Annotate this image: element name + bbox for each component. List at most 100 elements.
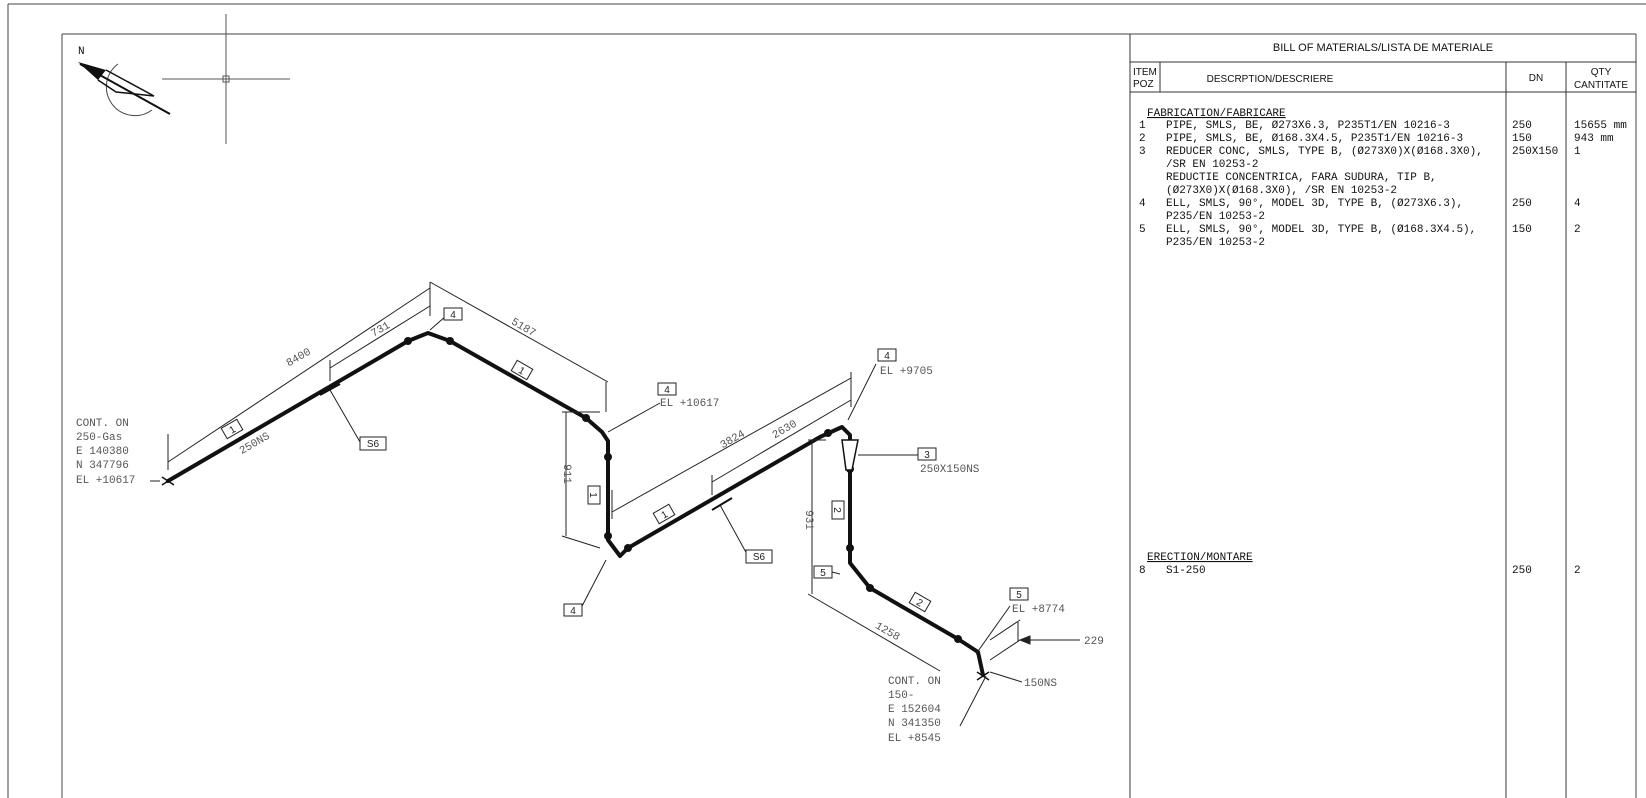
svg-text:4: 4 — [1574, 198, 1581, 210]
svg-text:250X150: 250X150 — [1512, 146, 1558, 158]
north-label: N — [78, 46, 85, 58]
svg-text:N 341350: N 341350 — [888, 718, 941, 730]
svg-text:P235/EN 10253-2: P235/EN 10253-2 — [1166, 211, 1265, 223]
north-arrow: N — [78, 46, 171, 117]
bom-row: 1 PIPE, SMLS, BE, Ø273X6.3, P235T1/EN 10… — [1139, 120, 1627, 132]
weld-points — [404, 337, 962, 643]
dim-731: 731 — [369, 320, 392, 340]
pipe-line — [166, 331, 985, 677]
svg-text:ELL, SMLS, 90°, MODEL 3D, TYPE: ELL, SMLS, 90°, MODEL 3D, TYPE B, (Ø168.… — [1166, 224, 1476, 236]
callout-item-4: 4 — [450, 310, 456, 321]
north-arrow-head — [78, 62, 106, 80]
crosshair-cursor — [162, 14, 290, 144]
pipe-item-tags: 1 1 1 1 2 2 — [220, 359, 932, 613]
leader-lines — [150, 315, 1023, 727]
svg-text:/SR EN 10253-2: /SR EN 10253-2 — [1166, 159, 1258, 171]
start-end-markers — [161, 476, 990, 681]
dim-931: 931 — [802, 510, 814, 530]
svg-text:943 mm: 943 mm — [1574, 133, 1614, 145]
elevation-8774: EL +8774 — [1012, 604, 1065, 616]
svg-text:150: 150 — [1512, 133, 1532, 145]
callout-item-4: 4 — [884, 351, 890, 362]
bom-header-dn: DN — [1529, 73, 1543, 84]
support-marks — [319, 383, 733, 511]
dim-3824: 3824 — [719, 428, 748, 452]
bill-of-materials: BILL OF MATERIALS/LISTA DE MATERIALE ITE… — [1129, 34, 1636, 798]
svg-text:ELL, SMLS, 90°, MODEL 3D, TYPE: ELL, SMLS, 90°, MODEL 3D, TYPE B, (Ø273X… — [1166, 198, 1463, 210]
svg-text:REDUCER CONC, SMLS, TYPE B, (Ø: REDUCER CONC, SMLS, TYPE B, (Ø273X0)X(Ø1… — [1166, 146, 1483, 158]
callout-item-4: 4 — [664, 385, 670, 396]
svg-text:EL +8545: EL +8545 — [888, 733, 941, 745]
dim-229: 229 — [1084, 636, 1104, 648]
start-continuation-note: CONT. ON 250-Gas E 140380 N 347796 EL +1… — [76, 418, 135, 487]
svg-text:150: 150 — [1512, 224, 1532, 236]
svg-text:N 347796: N 347796 — [76, 460, 129, 472]
svg-text:PIPE, SMLS, BE, Ø273X6.3, P235: PIPE, SMLS, BE, Ø273X6.3, P235T1/EN 1021… — [1166, 120, 1450, 132]
svg-text:5: 5 — [1139, 224, 1146, 236]
dim-5187: 5187 — [509, 316, 538, 340]
svg-text:REDUCTIE CONCENTRICA, FARA SUD: REDUCTIE CONCENTRICA, FARA SUDURA, TIP B… — [1166, 172, 1437, 184]
tag-item-1: 1 — [228, 424, 239, 437]
svg-text:2: 2 — [1574, 224, 1581, 236]
tag-item-2: 2 — [831, 507, 842, 513]
pipe-route — [166, 331, 985, 677]
size-label-150ns: 150NS — [1024, 678, 1057, 690]
support-tag-s6: S6 — [753, 552, 766, 563]
elevation-9705: EL +9705 — [880, 366, 933, 378]
svg-text:8: 8 — [1139, 565, 1146, 577]
bom-header-qty: QTY — [1591, 67, 1612, 78]
dimension-lines — [167, 281, 1080, 672]
svg-text:(Ø273X0)X(Ø168.3X0), /SR EN 10: (Ø273X0)X(Ø168.3X0), /SR EN 10253-2 — [1166, 185, 1397, 197]
bom-header-description: DESCRPTION/DESCRIERE — [1207, 74, 1334, 85]
svg-text:2: 2 — [1139, 133, 1146, 145]
dimension-text: 8400 731 5187 911 3824 2630 931 1258 229 — [285, 316, 1104, 648]
svg-text:15655 mm: 15655 mm — [1574, 120, 1627, 132]
svg-text:S1-250: S1-250 — [1166, 565, 1206, 577]
svg-text:1: 1 — [1139, 120, 1146, 132]
svg-text:PIPE, SMLS, BE, Ø168.3X4.5, P2: PIPE, SMLS, BE, Ø168.3X4.5, P235T1/EN 10… — [1166, 133, 1463, 145]
svg-text:250: 250 — [1512, 198, 1532, 210]
svg-text:E 152604: E 152604 — [888, 704, 941, 716]
svg-text:P235/EN 10253-2: P235/EN 10253-2 — [1166, 237, 1265, 249]
bom-header-poz: POZ — [1133, 79, 1154, 90]
svg-text:3: 3 — [1139, 146, 1146, 158]
bom-row: 5 ELL, SMLS, 90°, MODEL 3D, TYPE B, (Ø16… — [1139, 224, 1581, 249]
bom-grid — [1129, 34, 1636, 798]
tag-item-2: 2 — [914, 597, 925, 610]
callout-item-3: 3 — [924, 450, 930, 461]
bom-row: 8 S1-250 250 2 — [1139, 565, 1581, 577]
size-label-250x150ns: 250X150NS — [920, 464, 980, 476]
size-label-250ns: 250NS — [238, 431, 273, 458]
bom-row: 3 REDUCER CONC, SMLS, TYPE B, (Ø273X0)X(… — [1139, 146, 1581, 197]
bom-fabrication-heading: FABRICATION/FABRICARE — [1147, 108, 1286, 120]
svg-text:1: 1 — [1574, 146, 1581, 158]
svg-text:250: 250 — [1512, 120, 1532, 132]
tag-item-1: 1 — [516, 365, 527, 378]
pipe-labels: 250NS 250X150NS 150NS EL +10617 EL +9705… — [238, 366, 1066, 690]
support-tag-s6: S6 — [367, 439, 380, 450]
svg-text:CONT. ON: CONT. ON — [76, 418, 129, 430]
dim-8400: 8400 — [285, 346, 314, 370]
callout-item-5: 5 — [1016, 590, 1022, 601]
svg-text:4: 4 — [1139, 198, 1146, 210]
svg-text:250-Gas: 250-Gas — [76, 432, 122, 444]
callout-item-4: 4 — [570, 606, 576, 617]
svg-text:2: 2 — [1574, 565, 1581, 577]
bom-title: BILL OF MATERIALS/LISTA DE MATERIALE — [1273, 42, 1493, 54]
svg-text:EL +10617: EL +10617 — [76, 475, 135, 487]
svg-text:E 140380: E 140380 — [76, 446, 129, 458]
tag-item-1: 1 — [587, 492, 598, 498]
svg-text:150-: 150- — [888, 690, 914, 702]
elevation-10617: EL +10617 — [660, 398, 719, 410]
end-continuation-note: CONT. ON 150- E 152604 N 341350 EL +8545 — [888, 676, 941, 745]
bom-row: 2 PIPE, SMLS, BE, Ø168.3X4.5, P235T1/EN … — [1139, 133, 1614, 145]
svg-text:CONT. ON: CONT. ON — [888, 676, 941, 688]
sheet-frame — [7, 3, 1646, 798]
bom-row: 4 ELL, SMLS, 90°, MODEL 3D, TYPE B, (Ø27… — [1139, 198, 1581, 223]
svg-text:250: 250 — [1512, 565, 1532, 577]
bom-erection-heading: ERECTION/MONTARE — [1147, 552, 1253, 564]
callout-tags: 4 4 4 4 3 5 5 S6 S6 — [359, 307, 1029, 617]
dim-911: 911 — [560, 464, 572, 484]
bom-header-cantitate: CANTITATE — [1574, 80, 1628, 91]
